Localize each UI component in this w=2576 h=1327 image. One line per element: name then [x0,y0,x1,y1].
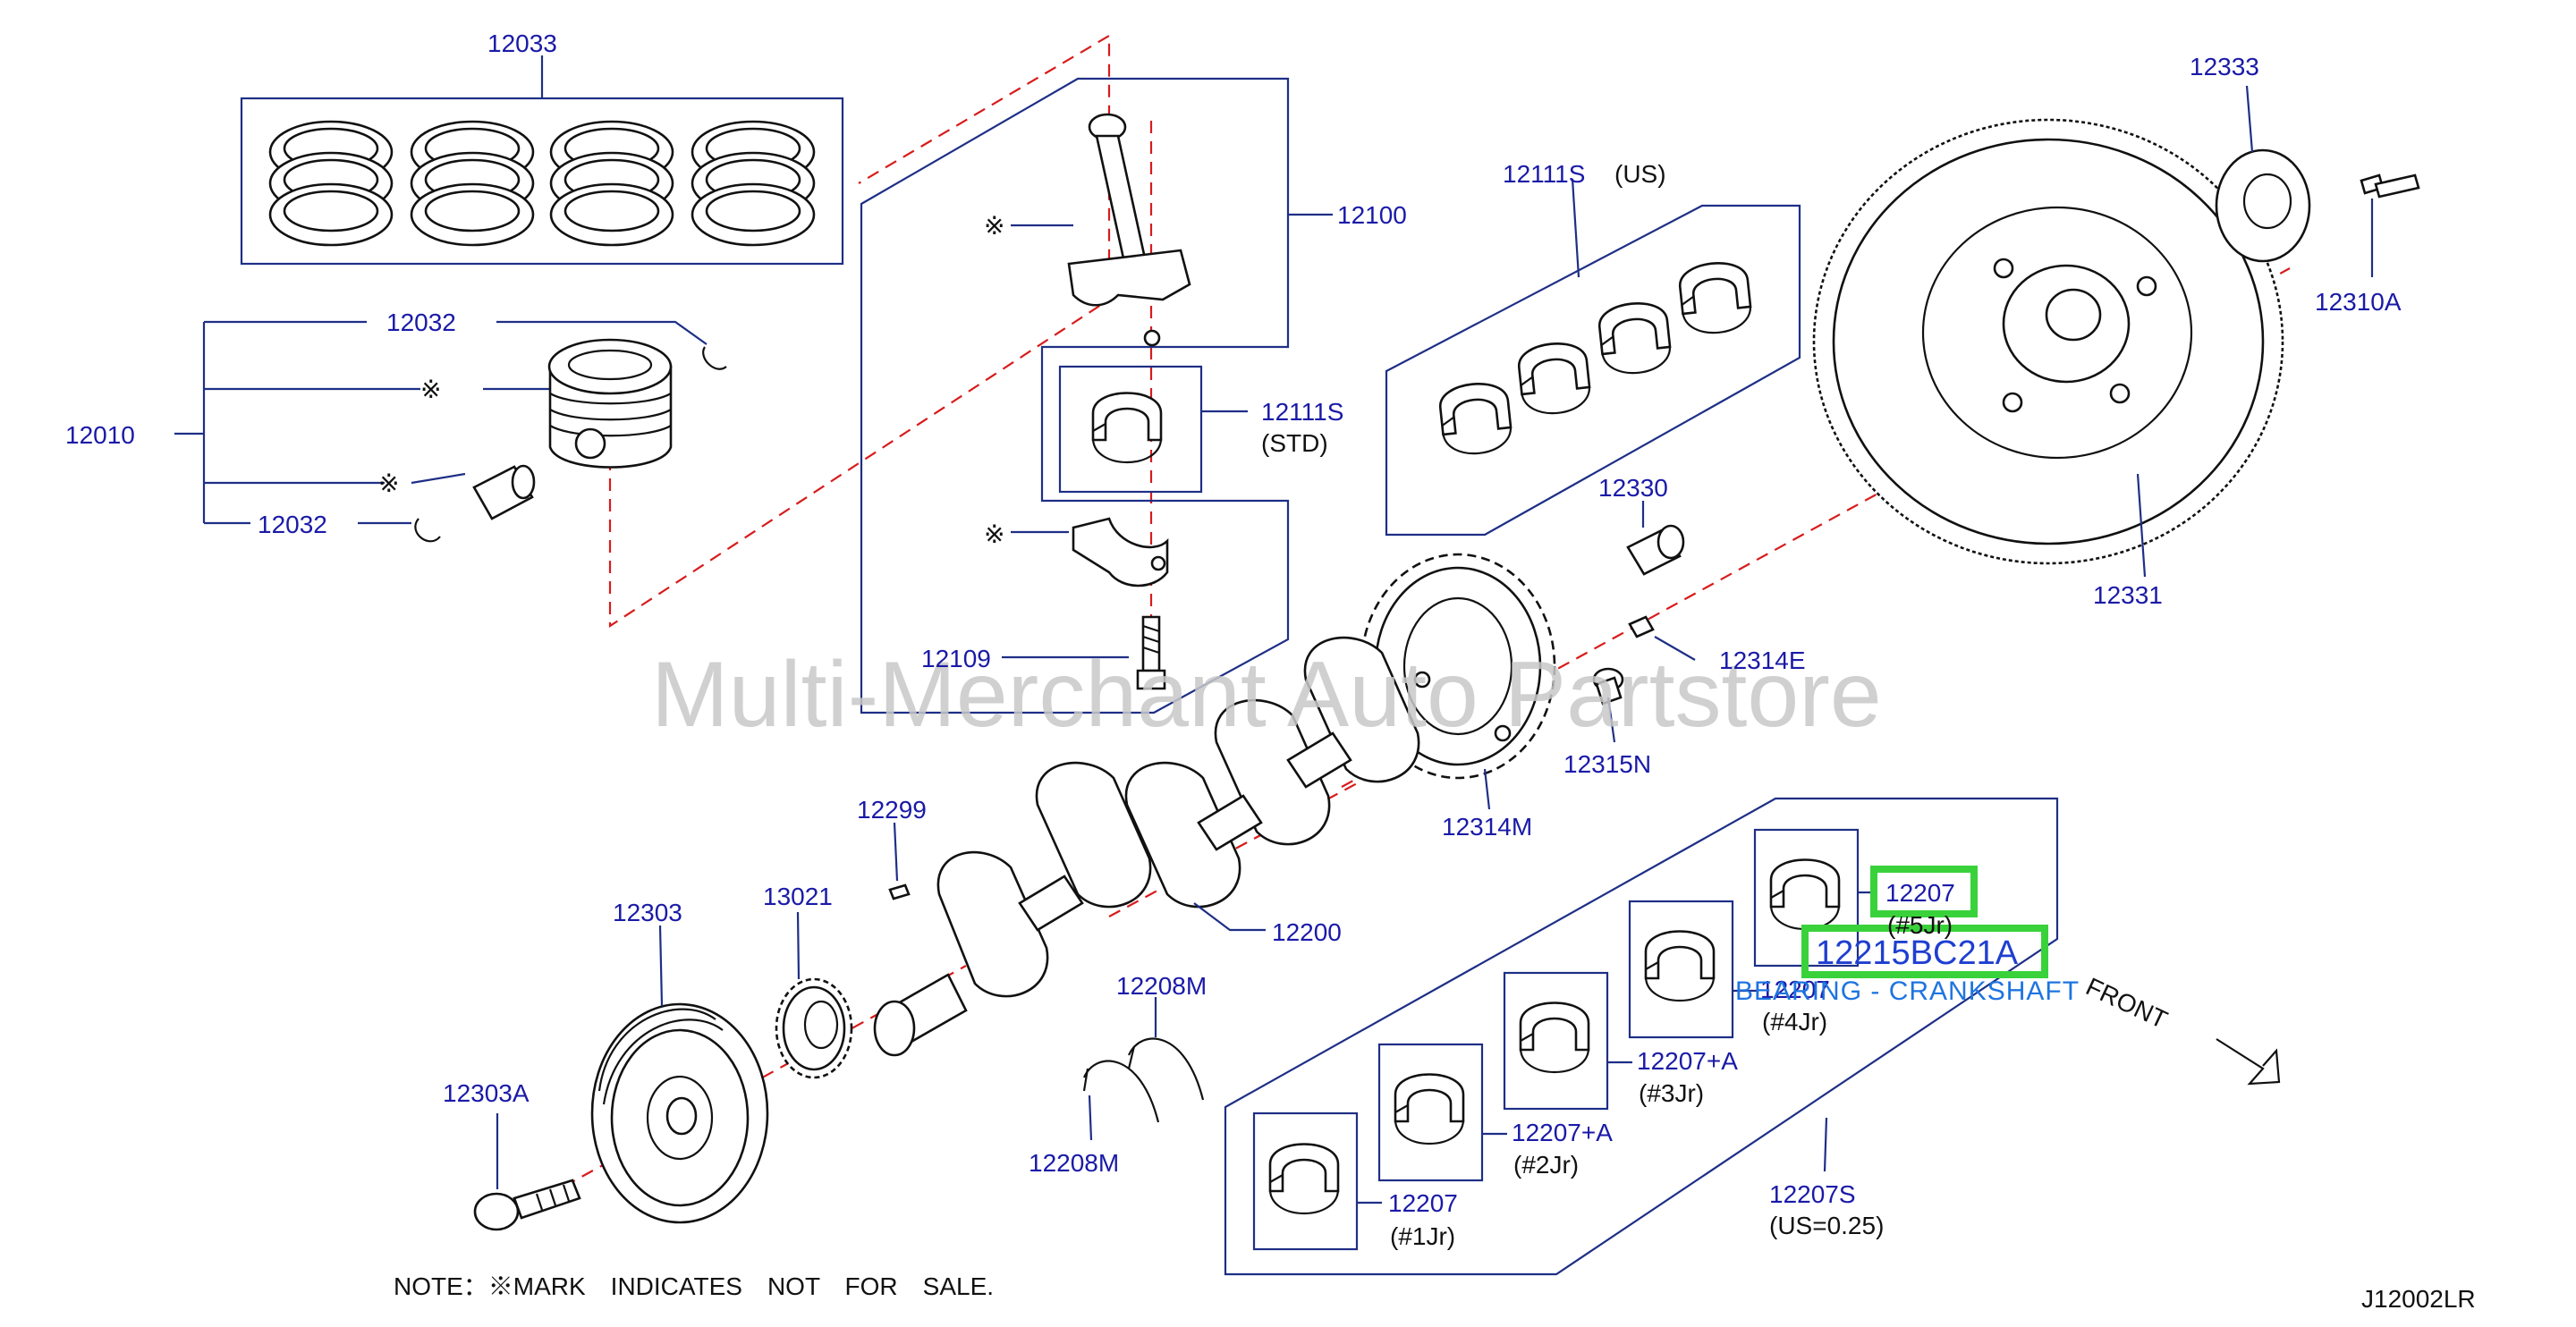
pulley-bolt-icon [473,1179,581,1231]
main-bearing-5-icon [1769,858,1841,931]
label-12111s-std[interactable]: 12111S [1261,398,1343,426]
conrod-cap-icon [1072,517,1169,587]
leader-12314e [1654,636,1696,661]
label-12200[interactable]: 12200 [1272,918,1342,946]
piston-pin-icon [472,464,536,520]
label-12208m-upper[interactable]: 12208M [1116,972,1207,1000]
piston-ring-set-frame [240,55,844,266]
label-12111s-us[interactable]: 12111S [1503,160,1585,188]
label-12109[interactable]: 12109 [921,645,991,672]
connecting-rod-icon [1067,113,1191,347]
label-12032-lower[interactable]: 12032 [258,511,327,538]
highlight-box-part-code[interactable] [1801,925,2048,978]
conrod-bolt-icon [1136,615,1166,690]
piston-assembly-leaders [174,320,708,525]
crankshaft-icon [873,636,1420,1057]
label-us-025: (US=0.25) [1769,1212,1884,1239]
label-12100[interactable]: 12100 [1337,201,1407,229]
label-12207-4jr[interactable]: 12207 [1760,976,1830,1003]
label-4jr: (#4Jr) [1762,1008,1827,1035]
label-2jr: (#2Jr) [1513,1151,1579,1179]
snap-ring-upper-icon [702,346,727,370]
leader-12315n [1606,697,1616,743]
pilot-converter-icon [1626,524,1685,576]
main-bearing-2-icon [1394,1073,1465,1145]
watermark: Multi-Merchant Auto Partstore [651,643,1882,747]
reinforcement-plate-icon [2215,148,2311,263]
us-bearing-set-icon [1436,258,1754,459]
not-for-sale-mark-cap: ※ [984,520,1004,548]
drive-plate-icon [1812,118,2284,565]
main-bearing-4-icon [1644,930,1716,1002]
woodruff-key-icon [888,883,911,900]
front-label: FRONT [2081,972,2172,1034]
label-5jr: (#5Jr) [1887,911,1953,939]
highlight-part-code[interactable]: 12215BC21A [1816,934,2019,972]
leader-12299 [893,822,899,882]
label-12207-5jr[interactable]: 12207 [1885,879,1955,907]
label-12333[interactable]: 12333 [2190,53,2259,80]
piston-icon [547,338,673,469]
crank-sprocket-icon [775,977,853,1079]
label-12303[interactable]: 12303 [613,899,682,926]
main-bearing-1-icon [1268,1143,1340,1215]
leader-12333 [2245,85,2254,153]
connecting-rod-frame [860,77,1333,714]
flywheel-bolt-icon [2360,173,2420,199]
note-text: NOTE：※MARK INDICATES NOT FOR SALE. [394,1272,994,1300]
highlight-box-12207[interactable] [1870,866,1978,917]
label-12310a[interactable]: 12310A [2315,288,2402,316]
not-for-sale-mark-conrod: ※ [984,212,1004,240]
not-for-sale-mark-pin: ※ [378,469,399,497]
thrust-washer-lower-icon [1082,1060,1160,1123]
highlight-part-name[interactable]: BEARING - CRANKSHAFT [1735,976,2080,1006]
snap-ring-lower-icon [414,518,441,543]
front-arrow-icon [2216,1038,2281,1086]
dowel-pin-icon [1628,615,1655,638]
label-12314e[interactable]: 12314E [1719,647,1806,674]
leader-12314m [1483,768,1491,810]
label-13021[interactable]: 13021 [763,883,833,910]
leader-12200 [1193,902,1266,932]
leader-12303 [658,925,664,1007]
label-3jr: (#3Jr) [1639,1079,1704,1107]
leader-13021 [796,911,801,980]
axis-piston-frame [608,34,1111,629]
main-bearing-3-icon [1519,1002,1590,1074]
label-12033[interactable]: 12033 [487,30,557,57]
axis-crank-flywheel [1341,267,2291,788]
label-12207a-3jr[interactable]: 12207+A [1637,1047,1738,1075]
label-us: (US) [1614,160,1666,188]
piston-rings-icon [268,120,816,247]
label-12331[interactable]: 12331 [2093,581,2163,609]
thrust-washer-upper-icon [1127,1037,1205,1101]
crank-pulley-icon [590,1002,769,1224]
us-bearing-frame [1385,178,1801,537]
label-12314m[interactable]: 12314M [1442,813,1532,841]
label-1jr: (#1Jr) [1390,1222,1455,1250]
label-12207-1jr[interactable]: 12207 [1388,1189,1458,1217]
label-12208m-lower[interactable]: 12208M [1029,1149,1119,1177]
leader-12208m-lower [1088,1095,1093,1141]
leader-12331 [2136,473,2147,578]
label-12010[interactable]: 12010 [65,421,135,449]
label-std: (STD) [1261,429,1328,457]
label-12207a-2jr[interactable]: 12207+A [1512,1119,1613,1146]
diagram-code: J12002LR [2361,1285,2476,1313]
label-12207s[interactable]: 12207S [1769,1180,1856,1208]
label-12299[interactable]: 12299 [857,796,927,824]
label-12330[interactable]: 12330 [1598,474,1668,502]
label-12032-upper[interactable]: 12032 [386,309,456,336]
label-12315n[interactable]: 12315N [1563,750,1651,778]
signal-plate-bolt-icon [1592,667,1624,706]
not-for-sale-mark-piston: ※ [420,376,441,403]
label-12303a[interactable]: 12303A [443,1079,530,1107]
